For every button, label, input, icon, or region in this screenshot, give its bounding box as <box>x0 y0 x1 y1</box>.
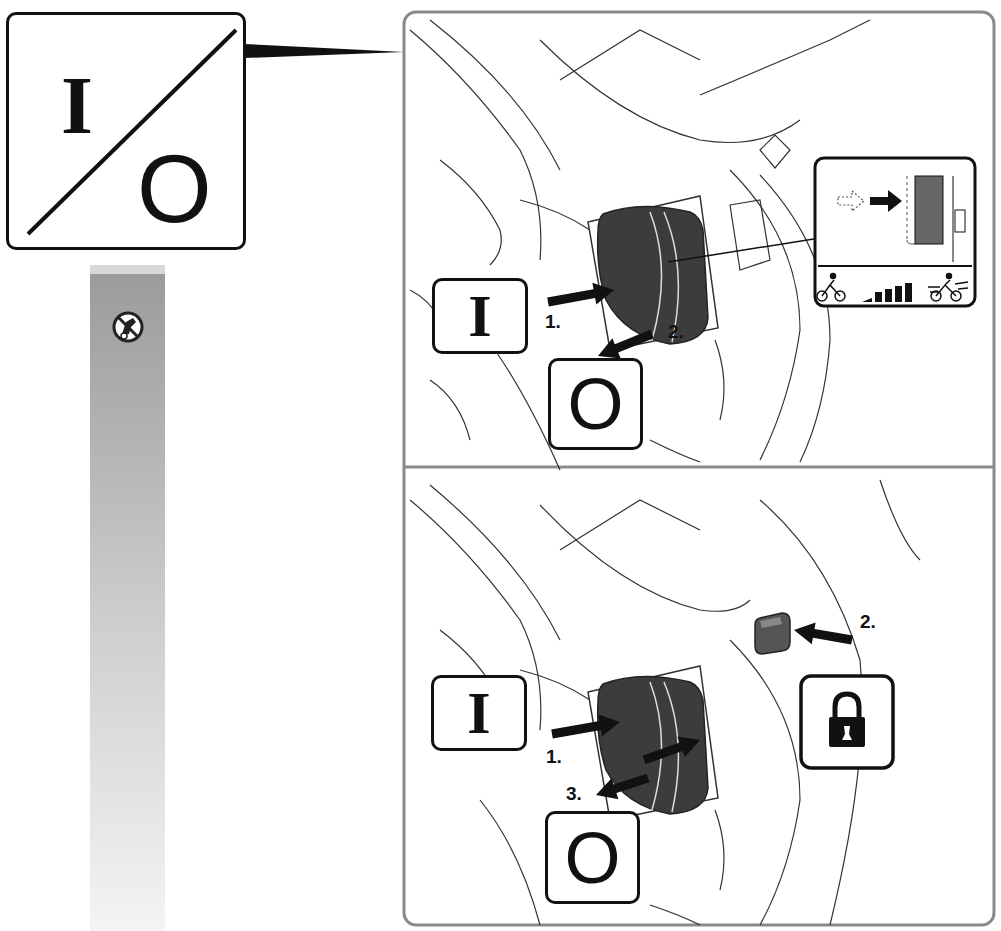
bar-cap <box>90 265 165 274</box>
switch-symbol: O <box>567 368 623 440</box>
motion-arrow <box>551 715 620 739</box>
switch-symbol-box: O <box>548 358 643 450</box>
switch-symbol-box: I <box>431 675 527 751</box>
switch-symbol: I <box>61 65 93 147</box>
callout-number: 2. <box>860 612 876 631</box>
motion-arrow <box>596 774 649 800</box>
motion-arrow <box>794 623 853 645</box>
grey-bar <box>90 265 165 931</box>
motion-arrow <box>643 736 701 764</box>
switch-symbol-box: O <box>545 811 640 904</box>
bike-sketch-top <box>410 20 870 470</box>
battery-lever-top <box>588 196 718 350</box>
leader-line <box>668 238 820 262</box>
display-inset <box>815 158 975 306</box>
leader-wedge <box>244 44 404 58</box>
switch-symbol: I <box>467 683 490 743</box>
switch-symbol: O <box>137 141 212 237</box>
bike-sketch-bottom <box>410 480 920 925</box>
arrows <box>547 283 853 799</box>
panel <box>404 12 994 925</box>
lock-symbol-box <box>801 676 893 768</box>
warning-icon <box>114 313 142 341</box>
motion-arrow <box>547 283 614 307</box>
switch-symbol-box: I <box>432 278 528 354</box>
switch-symbol: O <box>564 822 620 894</box>
callout-number: 3. <box>566 784 582 803</box>
divider <box>405 466 993 469</box>
callout-number: 1. <box>546 747 562 766</box>
switch-symbol: I <box>468 286 491 346</box>
battery-lever-bottom <box>588 666 718 820</box>
motion-arrow <box>598 330 654 359</box>
callout-number: 2. <box>668 322 684 341</box>
callout-number: 1. <box>545 312 561 331</box>
lock-button <box>755 613 790 654</box>
on-off-symbol-box: IO <box>6 12 246 250</box>
